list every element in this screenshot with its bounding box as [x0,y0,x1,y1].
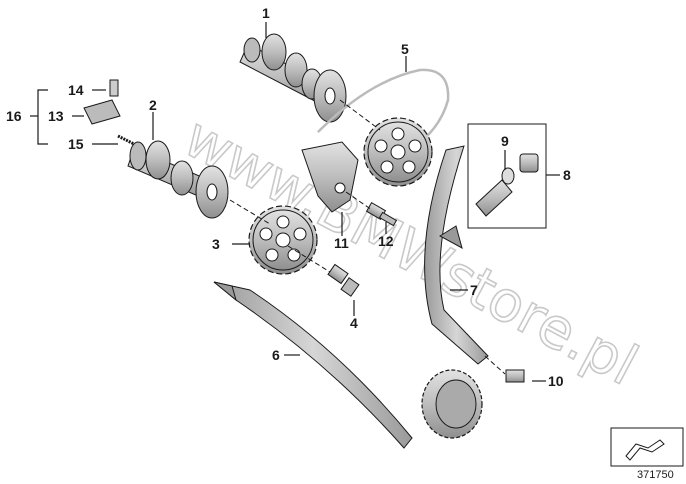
sprocket-lower [248,205,318,275]
chain-tensioner [475,153,539,217]
guide-rail [213,281,413,449]
callout-10: 10 [548,373,564,389]
chain-guide-bracket [301,141,359,213]
tensioner-rail [424,145,489,365]
callout-11: 11 [334,235,349,251]
callout-3: 3 [212,236,220,252]
callout-4: 4 [350,315,358,331]
bolt-12 [365,201,398,227]
camshaft-upper [239,33,347,123]
orientation-box [610,427,684,467]
callout-12: 12 [378,233,394,249]
timing-chain [317,68,450,152]
crank-gear [421,369,483,439]
diagram-number: 371750 [637,469,674,481]
callout-5: 5 [401,41,409,57]
callout-15: 15 [68,136,84,152]
callout-9: 9 [501,133,509,149]
arrow-icon [625,439,665,461]
callout-2: 2 [149,97,157,113]
bolt-4 [327,263,360,297]
callout-box-8 [467,123,547,229]
callout-8: 8 [563,167,571,183]
callout-13: 13 [48,108,64,124]
small-parts-group [83,79,135,146]
sprocket-upper [363,117,433,187]
callout-6: 6 [272,347,280,363]
callout-1: 1 [262,5,270,21]
camshaft-lower [127,140,229,219]
bolt-10 [505,369,525,383]
callout-16: 16 [6,108,22,124]
callout-14: 14 [68,82,84,98]
callout-7: 7 [470,282,478,298]
